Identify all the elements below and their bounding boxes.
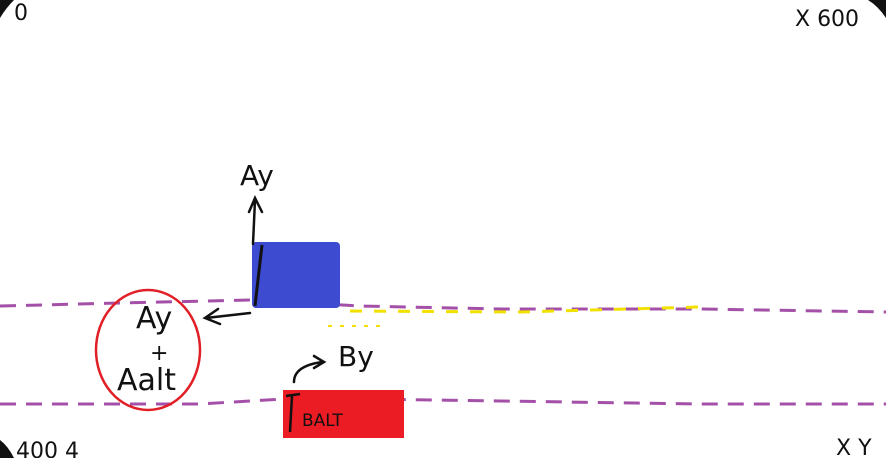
- block-a: [252, 242, 340, 308]
- corner-blob-bottom-left: [0, 440, 14, 458]
- arrow-up-icon: [247, 195, 264, 246]
- lower-guide-line: [0, 396, 886, 406]
- corner-label-bottom-right: X Y: [836, 436, 872, 458]
- label-ay-top: Ay: [240, 159, 274, 192]
- yellow-dash-line: [349, 305, 701, 314]
- upper-guide-line: [0, 298, 886, 314]
- block-b-mark: [285, 392, 301, 433]
- corner-label-bottom-left: 400 4: [16, 439, 79, 458]
- corner-label-top-right: X 600: [795, 7, 859, 32]
- highlight-circle: [94, 288, 202, 412]
- label-by: By: [338, 340, 374, 373]
- label-balt: BALT: [302, 411, 343, 431]
- arrow-right-icon: [292, 354, 327, 384]
- corner-label-top-left: 0: [14, 1, 28, 26]
- block-b: [283, 390, 404, 438]
- label-ay-circle: Ay: [136, 301, 172, 336]
- label-aalt: Aalt: [117, 363, 176, 398]
- corner-blob-top-right: [868, 0, 886, 18]
- block-a-left-edge: [253, 244, 264, 307]
- arrow-left-icon: [202, 307, 252, 326]
- label-plus: +: [150, 341, 168, 366]
- corner-blob-top-left: [0, 0, 14, 18]
